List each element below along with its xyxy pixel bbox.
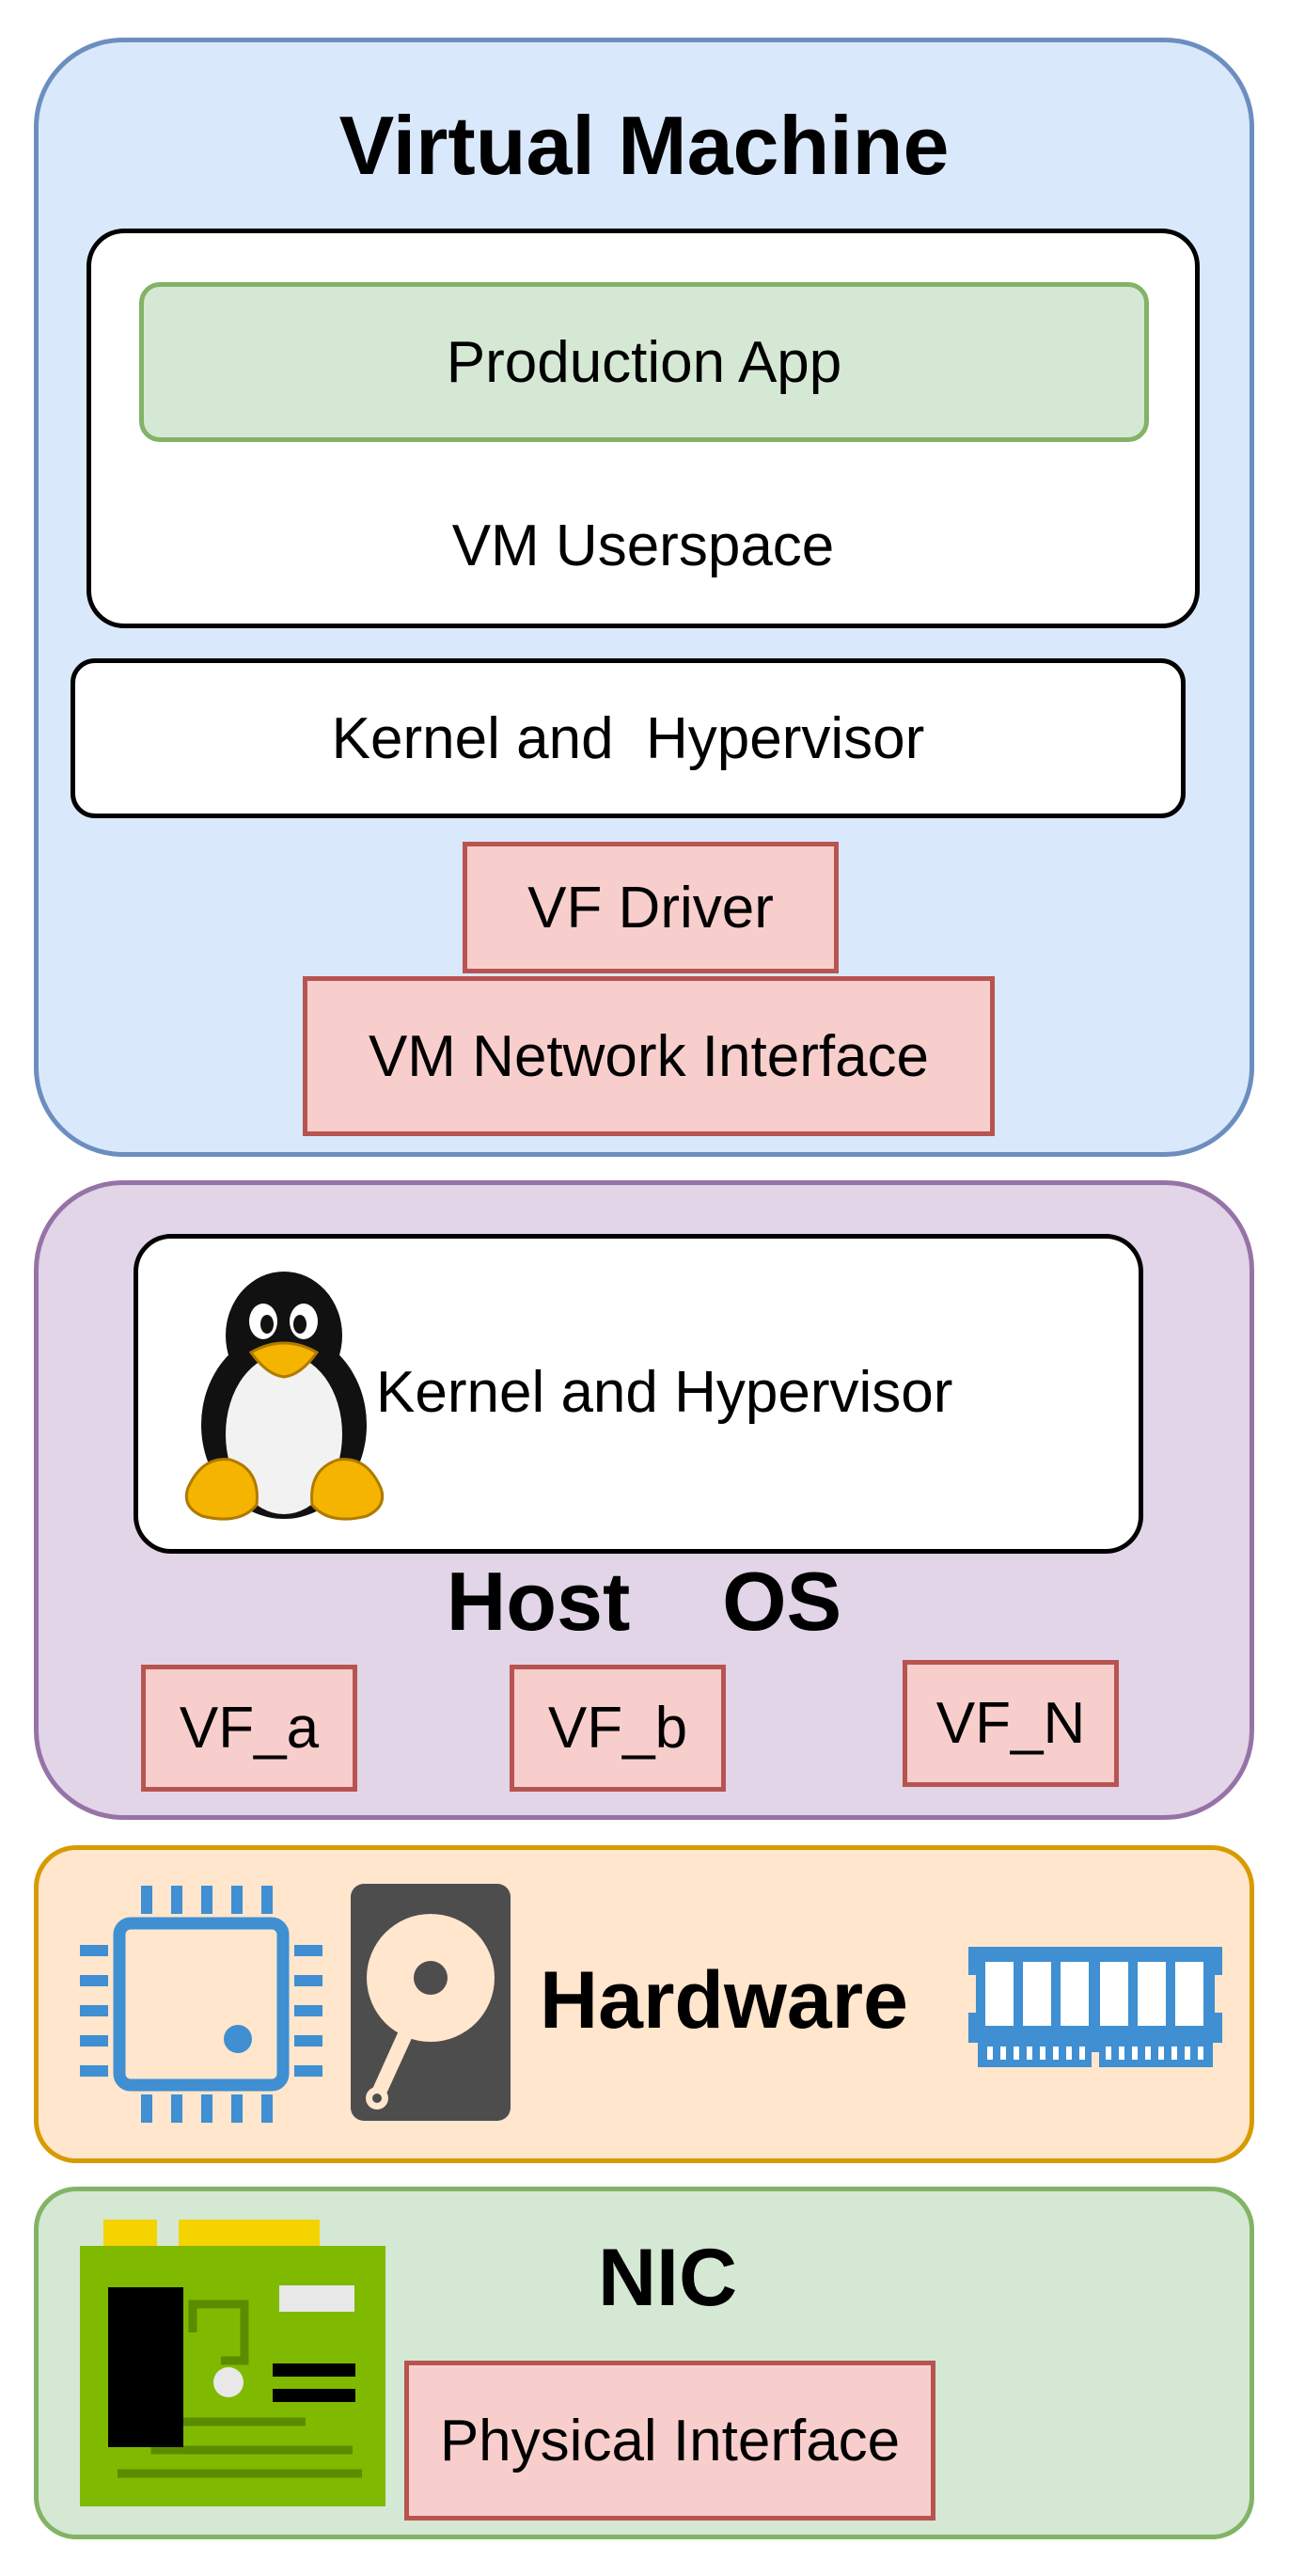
hardware-title: Hardware	[540, 1955, 908, 2046]
network-card-icon	[80, 2220, 385, 2506]
vm-network-interface-box: VM Network Interface	[303, 976, 995, 1136]
hard-disk-icon	[351, 1884, 511, 2121]
vm-userspace-label: VM Userspace	[451, 513, 835, 578]
physical-interface-box: Physical Interface	[404, 2361, 935, 2521]
vf-a-box: VF_a	[141, 1665, 357, 1792]
virtual-machine-title: Virtual Machine	[338, 99, 950, 192]
host-kernel-hypervisor-label: Kernel and Hypervisor	[376, 1359, 953, 1425]
linux-tux-icon	[184, 1272, 385, 1521]
vf-driver-box: VF Driver	[463, 842, 839, 973]
production-app-box: Production App	[139, 282, 1149, 442]
vf-n-box: VF_N	[903, 1660, 1119, 1787]
host-os-title: Host OS	[446, 1554, 842, 1648]
ram-icon	[968, 1947, 1222, 2071]
vm-kernel-hypervisor-box: Kernel and Hypervisor	[71, 658, 1186, 818]
cpu-icon	[80, 1886, 322, 2123]
vf-b-box: VF_b	[510, 1665, 726, 1792]
nic-title: NIC	[597, 2233, 738, 2323]
